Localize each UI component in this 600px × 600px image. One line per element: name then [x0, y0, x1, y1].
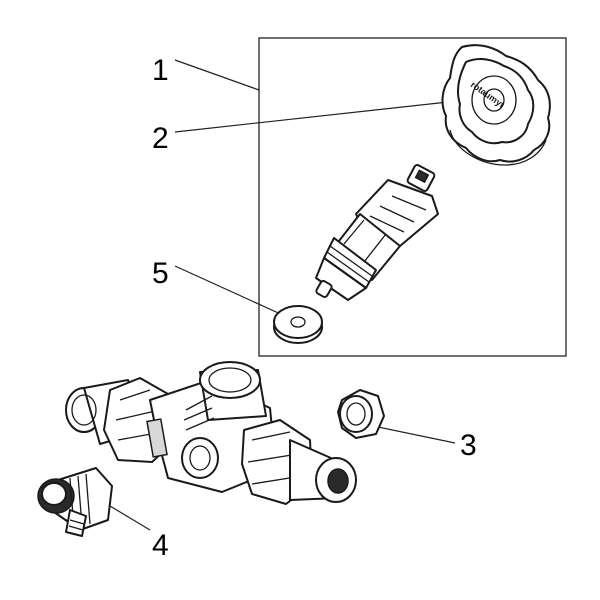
callout-3: 3: [460, 429, 477, 462]
callout-4: 4: [152, 529, 169, 562]
kit-frame: [258, 37, 567, 357]
callout-2: 2: [152, 122, 169, 155]
drain-valve-part: [37, 467, 113, 537]
leader-1: [174, 59, 260, 91]
washer-part: [273, 305, 323, 344]
handwheel-part: rotaumyt: [441, 44, 551, 166]
leader-2: [174, 101, 449, 133]
valve-body-part: [65, 361, 357, 505]
callout-1: 1: [152, 54, 169, 87]
valve-head-part: [315, 164, 439, 301]
nut-part: [337, 389, 385, 439]
callout-5: 5: [152, 257, 169, 290]
leader-5: [174, 265, 286, 317]
leader-3: [377, 426, 456, 444]
